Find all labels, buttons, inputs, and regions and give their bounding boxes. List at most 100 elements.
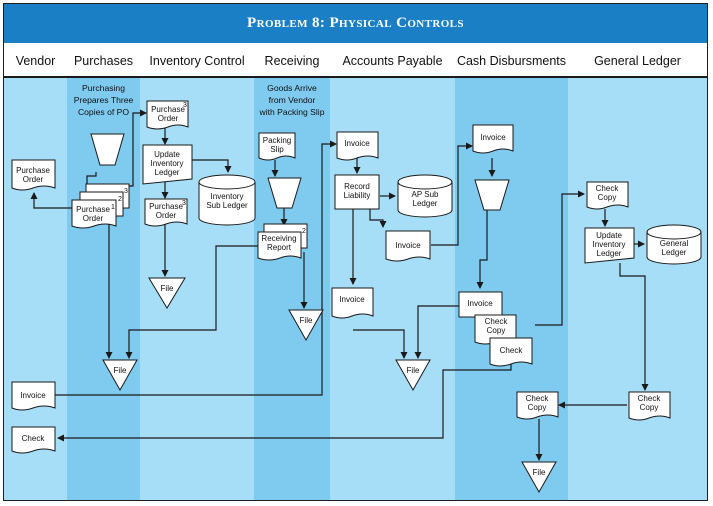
- lane-general-ledger: [568, 78, 707, 500]
- diagram-frame: [3, 3, 708, 501]
- document-invoice-vendor: Invoice: [11, 381, 56, 411]
- ap-invoice-bottom-label: Invoice: [339, 295, 365, 304]
- flow-invoice-to-cd: [431, 142, 473, 246]
- column-header-inventory-control: Inventory Control: [149, 54, 245, 68]
- column-header-receiving: Receiving: [264, 54, 320, 68]
- cd-invoice-bottom-label: Invoice: [467, 299, 493, 308]
- purchasing-note-line3: Copies of PO: [77, 107, 130, 117]
- cd-check-label: Check: [500, 346, 524, 355]
- flow-record-liability-to-invoice: [369, 209, 387, 228]
- flow-check-copy-to-gl: [535, 190, 585, 326]
- ap-invoice-top-label: Invoice: [344, 139, 370, 148]
- ic-po-bottom-number: 3: [182, 200, 186, 207]
- column-header-accounts-payable: Accounts Payable: [342, 54, 443, 68]
- flow-receiving-report-to-purchases-file: [125, 245, 262, 359]
- manual-operation-cash-disbursments: [474, 179, 510, 211]
- document-check-vendor: Check: [11, 426, 56, 454]
- po-copy-2-number: 2: [118, 196, 122, 203]
- header-divider: [4, 76, 707, 78]
- document-cd-invoice-top: Invoice: [472, 124, 514, 154]
- manual-operation-purchasing: [90, 133, 125, 166]
- goods-note-line1: Goods Arrive: [267, 83, 317, 93]
- goods-note-line2: from Vendor: [268, 95, 316, 105]
- document-ap-invoice-top: Invoice: [336, 131, 379, 161]
- receiving-report-number: 2: [302, 228, 306, 235]
- invoice-vendor-label: Invoice: [20, 391, 46, 400]
- po-copy-1-number: 1: [111, 204, 115, 211]
- ap-invoice-mid-label: Invoice: [395, 241, 421, 250]
- flow-vendor-invoice-to-ap: [55, 140, 337, 396]
- document-cd-check: Check: [489, 337, 533, 367]
- po-copy-count: 3: [124, 188, 128, 195]
- file-cash-disbursments: File: [521, 461, 557, 494]
- file-cash-disbursments-label: File: [533, 468, 546, 477]
- document-ap-invoice-bottom: Invoice: [331, 287, 374, 319]
- file-accounts-payable: File: [395, 359, 431, 392]
- document-cd-invoice-bottom: Invoice: [458, 291, 503, 318]
- flow-cd-merge-to-invoice: [476, 210, 488, 289]
- column-header-cash-disbursments: Cash Disbursments: [456, 54, 567, 68]
- file-inventory-control-label: File: [161, 284, 174, 293]
- title-bar: Problem 8: Physical Controls: [4, 4, 707, 43]
- file-purchases: File: [102, 359, 138, 392]
- flow-cd-check-to-vendor: [57, 358, 512, 442]
- file-receiving-label: File: [300, 316, 313, 325]
- purchasing-note-line2: Prepares Three: [73, 95, 134, 105]
- file-accounts-payable-label: File: [407, 366, 420, 375]
- diagram-title: Problem 8: Physical Controls: [247, 15, 464, 31]
- flow-update-to-sub-ledger: [192, 159, 232, 173]
- flow-po-to-inventory-control: [129, 109, 147, 187]
- flow-cd-invoice-to-ap-file: [414, 305, 459, 359]
- column-header-purchases: Purchases: [73, 54, 134, 68]
- document-ap-invoice-mid: Invoice: [385, 230, 431, 262]
- goods-note-line3: with Packing Slip: [259, 107, 325, 117]
- file-inventory-control: File: [148, 277, 186, 309]
- cd-invoice-top-label: Invoice: [480, 133, 506, 142]
- flow-gl-update-to-check-copy: [619, 263, 649, 391]
- file-receiving: File: [288, 309, 324, 342]
- file-purchases-label: File: [114, 366, 127, 375]
- column-header-general-ledger: General Ledger: [594, 54, 681, 68]
- purchasing-note-line1: Purchasing: [82, 83, 125, 93]
- column-header-vendor: Vendor: [15, 54, 56, 68]
- flow-lines: [30, 109, 649, 461]
- manual-operation-receiving: [267, 177, 302, 209]
- ic-po-top-number: 3: [183, 102, 187, 109]
- flow-ap-invoice-to-ap-file: [353, 329, 408, 359]
- check-vendor-label: Check: [22, 434, 46, 443]
- flow-po-to-vendor: [30, 192, 74, 209]
